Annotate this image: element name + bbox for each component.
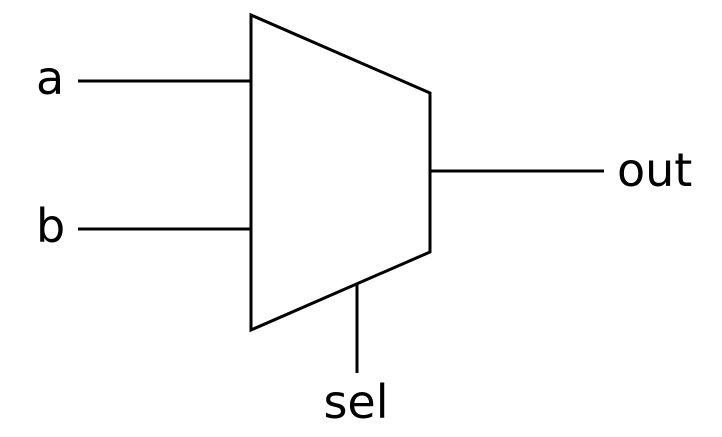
select-label: sel: [323, 375, 388, 429]
output-label: out: [617, 143, 692, 197]
input-label-b: b: [36, 199, 65, 253]
mux-body: [249, 12, 432, 333]
input-label-a: a: [36, 51, 64, 105]
